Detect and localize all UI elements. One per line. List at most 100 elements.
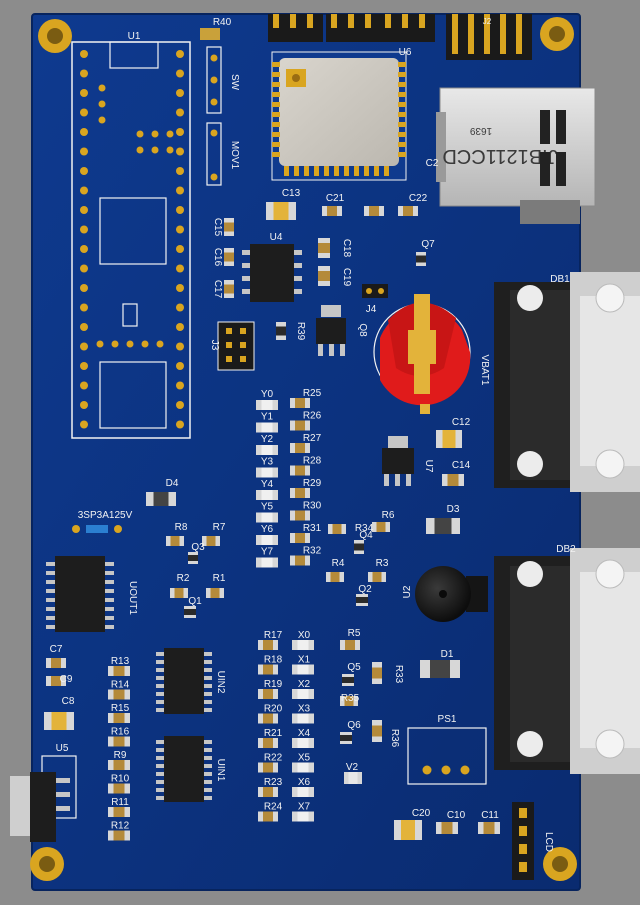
j2-header: J2	[446, 14, 532, 60]
svg-text:R33: R33	[393, 665, 404, 684]
part-r25	[290, 398, 310, 408]
svg-text:Y1: Y1	[261, 412, 274, 423]
svg-text:R1: R1	[213, 573, 226, 584]
svg-text:C12: C12	[452, 417, 471, 428]
svg-text:X6: X6	[298, 777, 311, 788]
part-r1	[206, 588, 224, 598]
part-r8	[166, 536, 184, 546]
part-c16	[224, 248, 234, 266]
svg-text:Y2: Y2	[261, 434, 274, 445]
part-x3	[292, 713, 314, 724]
rj45-model: JIB1211CCD	[442, 145, 557, 167]
part-q3	[188, 552, 198, 564]
svg-text:R6: R6	[382, 510, 395, 521]
svg-text:C13: C13	[282, 188, 301, 199]
svg-text:D1: D1	[441, 649, 454, 660]
svg-text:R26: R26	[303, 411, 322, 422]
part-r19	[258, 689, 278, 699]
part-d4	[146, 492, 176, 506]
part-x2	[292, 689, 314, 699]
part-r31	[290, 533, 310, 543]
part-y2	[256, 445, 278, 455]
rj45-code: 1639	[469, 125, 492, 136]
svg-text:R3: R3	[376, 558, 389, 569]
lcd-header: LCD	[512, 802, 554, 880]
svg-text:C11: C11	[481, 810, 499, 821]
q8-regulator: Q8	[316, 305, 368, 356]
part-c9	[46, 676, 66, 686]
part-q4	[354, 540, 364, 554]
part-c20	[394, 820, 422, 840]
svg-text:R15: R15	[111, 703, 130, 714]
part-c7	[46, 658, 66, 668]
svg-text:C22: C22	[409, 193, 428, 204]
u7-regulator: U7	[382, 436, 434, 486]
part-x6	[292, 787, 314, 797]
svg-text:Q8: Q8	[357, 323, 368, 337]
part-v2	[344, 772, 362, 784]
u1-module: U1	[71, 31, 191, 439]
part-d1	[420, 660, 460, 678]
svg-text:LCD: LCD	[543, 832, 554, 852]
part-r24	[258, 811, 278, 822]
u6-module: U6	[271, 47, 412, 181]
svg-text:C10: C10	[447, 810, 466, 821]
mounting-holes	[30, 17, 577, 881]
part-x7	[292, 811, 314, 822]
part-c14	[442, 474, 464, 486]
svg-text:X4: X4	[298, 728, 311, 739]
svg-text:R13: R13	[111, 656, 130, 667]
svg-text:Y3: Y3	[261, 457, 274, 468]
part-r20	[258, 713, 278, 724]
svg-text:Q4: Q4	[359, 530, 373, 541]
part-r3	[368, 572, 386, 582]
svg-text:R20: R20	[264, 704, 283, 715]
svg-text:R23: R23	[264, 777, 283, 788]
part-c18	[318, 238, 330, 258]
svg-text:Q3: Q3	[191, 542, 205, 553]
svg-text:U2: U2	[402, 585, 413, 598]
part-r6	[372, 522, 390, 532]
svg-text:C17: C17	[212, 280, 223, 299]
part-r16	[108, 736, 130, 747]
svg-text:R9: R9	[114, 750, 127, 761]
part-r39	[276, 322, 286, 340]
top-left-parts: R40 SW MOV1	[200, 17, 240, 186]
svg-text:U5: U5	[56, 743, 69, 754]
j3-header: J3	[209, 321, 255, 371]
part-r18	[258, 664, 278, 675]
svg-text:X5: X5	[298, 753, 311, 764]
part-y4	[256, 490, 278, 500]
part-c15	[224, 218, 234, 236]
svg-text:Y7: Y7	[261, 547, 274, 558]
part-r17	[258, 640, 278, 650]
svg-text:R5: R5	[348, 628, 361, 639]
u4-ic: U4	[242, 232, 302, 302]
part-c17	[224, 280, 234, 298]
svg-text:D3: D3	[447, 504, 460, 515]
svg-text:X3: X3	[298, 704, 311, 715]
svg-text:DB1: DB1	[550, 274, 570, 285]
part-r11	[108, 807, 130, 817]
svg-text:J4: J4	[366, 304, 377, 315]
part-q1	[184, 606, 196, 618]
svg-text:R25: R25	[303, 388, 322, 399]
svg-text:C15: C15	[212, 218, 223, 237]
svg-text:C9: C9	[60, 674, 73, 685]
part-c12	[436, 430, 462, 448]
buzzer-u2: U2	[402, 566, 488, 622]
part-c8	[44, 712, 74, 730]
part-r28	[290, 465, 310, 476]
part-r15	[108, 713, 130, 723]
uout1-ic: UOUT1	[46, 556, 138, 632]
u5-regulator: U5	[10, 743, 77, 842]
part-y5	[256, 512, 278, 523]
part-r9	[108, 760, 130, 770]
db1-connector: DB1	[494, 272, 640, 492]
part-r12	[108, 830, 130, 841]
svg-text:R36: R36	[389, 729, 400, 748]
part-x5	[292, 762, 314, 773]
part-r23	[258, 787, 278, 797]
svg-text:V2: V2	[346, 762, 359, 773]
